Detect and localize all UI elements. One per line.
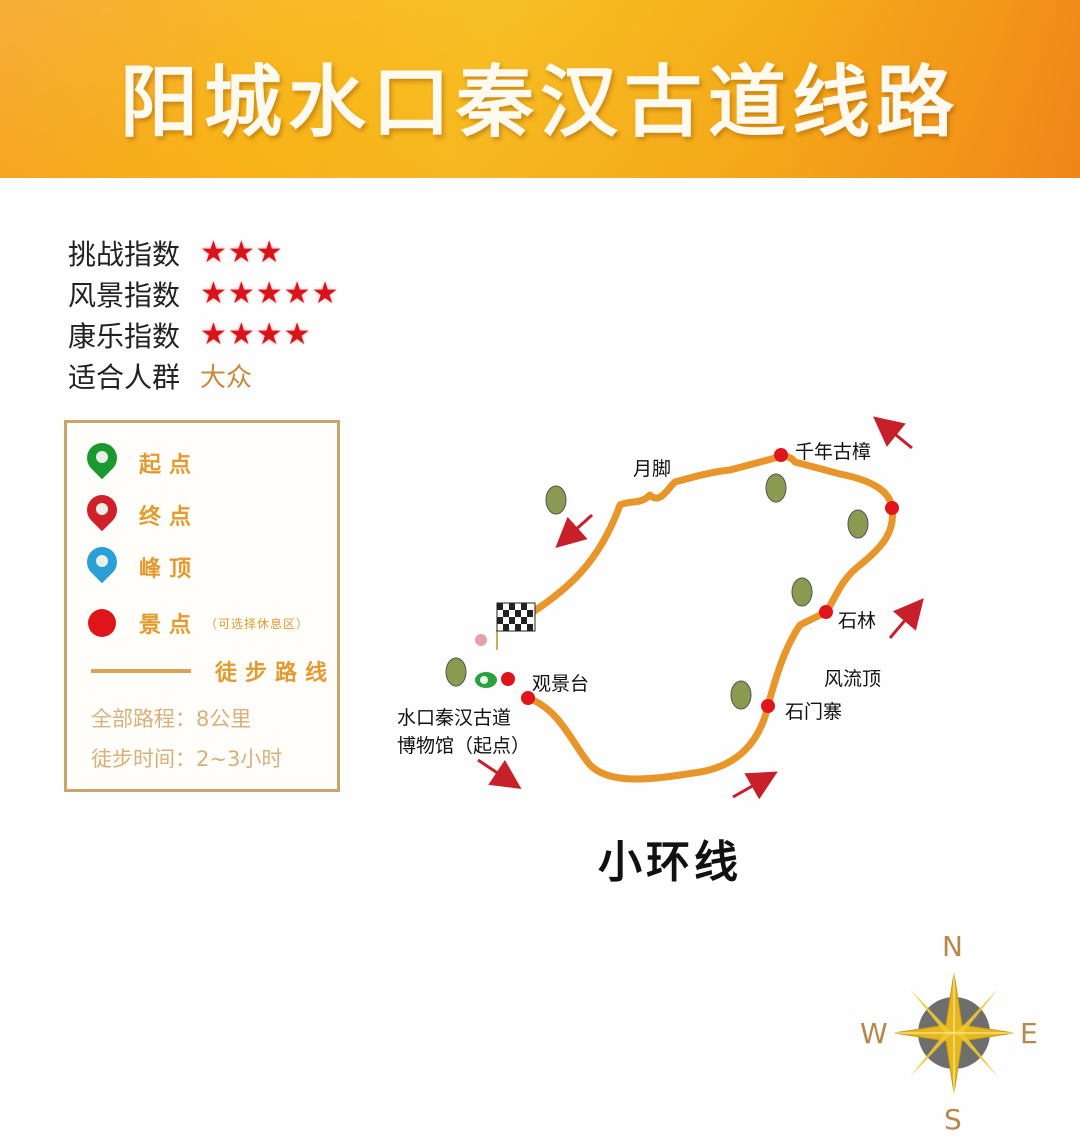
legend-peak: 峰顶: [80, 540, 200, 587]
legend-end: 终点: [80, 488, 200, 535]
route-name: 小环线: [598, 837, 742, 888]
finish-flag-icon: [496, 602, 536, 650]
compass-north: N: [942, 930, 963, 963]
label-yuejiao: 月脚: [633, 458, 672, 480]
legend-start: 起点: [80, 436, 200, 483]
legend-label: 景点: [139, 613, 200, 638]
hiking-duration: 徒步时间：2~3小时: [91, 747, 283, 771]
rating-label: 适合人群: [68, 360, 181, 394]
direction-arrows: [477, 416, 924, 800]
legend-route: 徒步路线: [87, 655, 335, 687]
ratings-panel: 挑战指数 ★★★ 风景指数 ★★★★★ 康乐指数 ★★★★ 适合人群 大众: [68, 232, 339, 396]
map-legend: 起点 终点 峰顶 景点 （可选择休息区） 徒步路线 全部路程：8公里 徒步时间：…: [64, 420, 340, 792]
red-pin-icon: [80, 488, 124, 535]
star-icon-group: ★★★★★: [200, 276, 340, 311]
banner-shade: [0, 0, 1080, 178]
compass-west: W: [860, 1017, 888, 1050]
compass-south: S: [944, 1103, 962, 1136]
legend-label: 起点: [139, 453, 200, 478]
scenic-spot-dots: [501, 448, 899, 713]
label-guanjingtai: 观景台: [532, 673, 590, 695]
hiking-route: [516, 452, 897, 783]
label-fengliuding: 风流顶: [824, 668, 882, 690]
rating-audience: 适合人群 大众: [68, 355, 339, 396]
blue-pin-icon: [80, 540, 124, 587]
label-shilin: 石林: [838, 610, 877, 632]
red-pin-icon: [475, 634, 487, 646]
rating-label: 挑战指数: [68, 237, 181, 271]
orange-line-icon: [91, 669, 191, 673]
rating-label: 康乐指数: [68, 319, 181, 353]
red-dot-icon: [88, 609, 116, 637]
title-banner: 阳城水口秦汉古道线路: [0, 0, 1080, 178]
label-shimenzhai: 石门寨: [785, 701, 843, 723]
compass-east: E: [1020, 1017, 1038, 1050]
compass-rose: N E S W: [850, 925, 1060, 1136]
green-pin-icon: [475, 672, 497, 688]
rating-leisure: 康乐指数 ★★★★: [68, 314, 339, 355]
label-museum-line1: 水口秦汉古道: [397, 707, 512, 729]
audience-value: 大众: [200, 363, 253, 393]
label-museum-line2: 博物馆（起点）: [397, 735, 531, 757]
legend-label: 峰顶: [139, 557, 200, 582]
rating-challenge: 挑战指数 ★★★: [68, 232, 339, 273]
compass-star-icon: [893, 972, 1015, 1094]
rating-scenery: 风景指数 ★★★★★: [68, 273, 339, 314]
total-distance: 全部路程：8公里: [91, 707, 252, 731]
label-qiannian-guzhang: 千年古樟: [795, 441, 872, 463]
route-map: [445, 416, 924, 800]
star-icon-group: ★★★: [200, 235, 284, 270]
hiker-mascot-icons: [445, 473, 869, 710]
legend-label: 徒步路线: [215, 661, 336, 686]
legend-note: （可选择休息区）: [205, 616, 310, 631]
star-icon-group: ★★★★: [200, 317, 312, 352]
page-title: 阳城水口秦汉古道线路: [119, 58, 960, 148]
legend-scenic-spot: 景点 （可选择休息区）: [87, 607, 309, 639]
rating-label: 风景指数: [68, 278, 181, 312]
green-pin-icon: [80, 436, 124, 483]
legend-label: 终点: [139, 505, 200, 530]
